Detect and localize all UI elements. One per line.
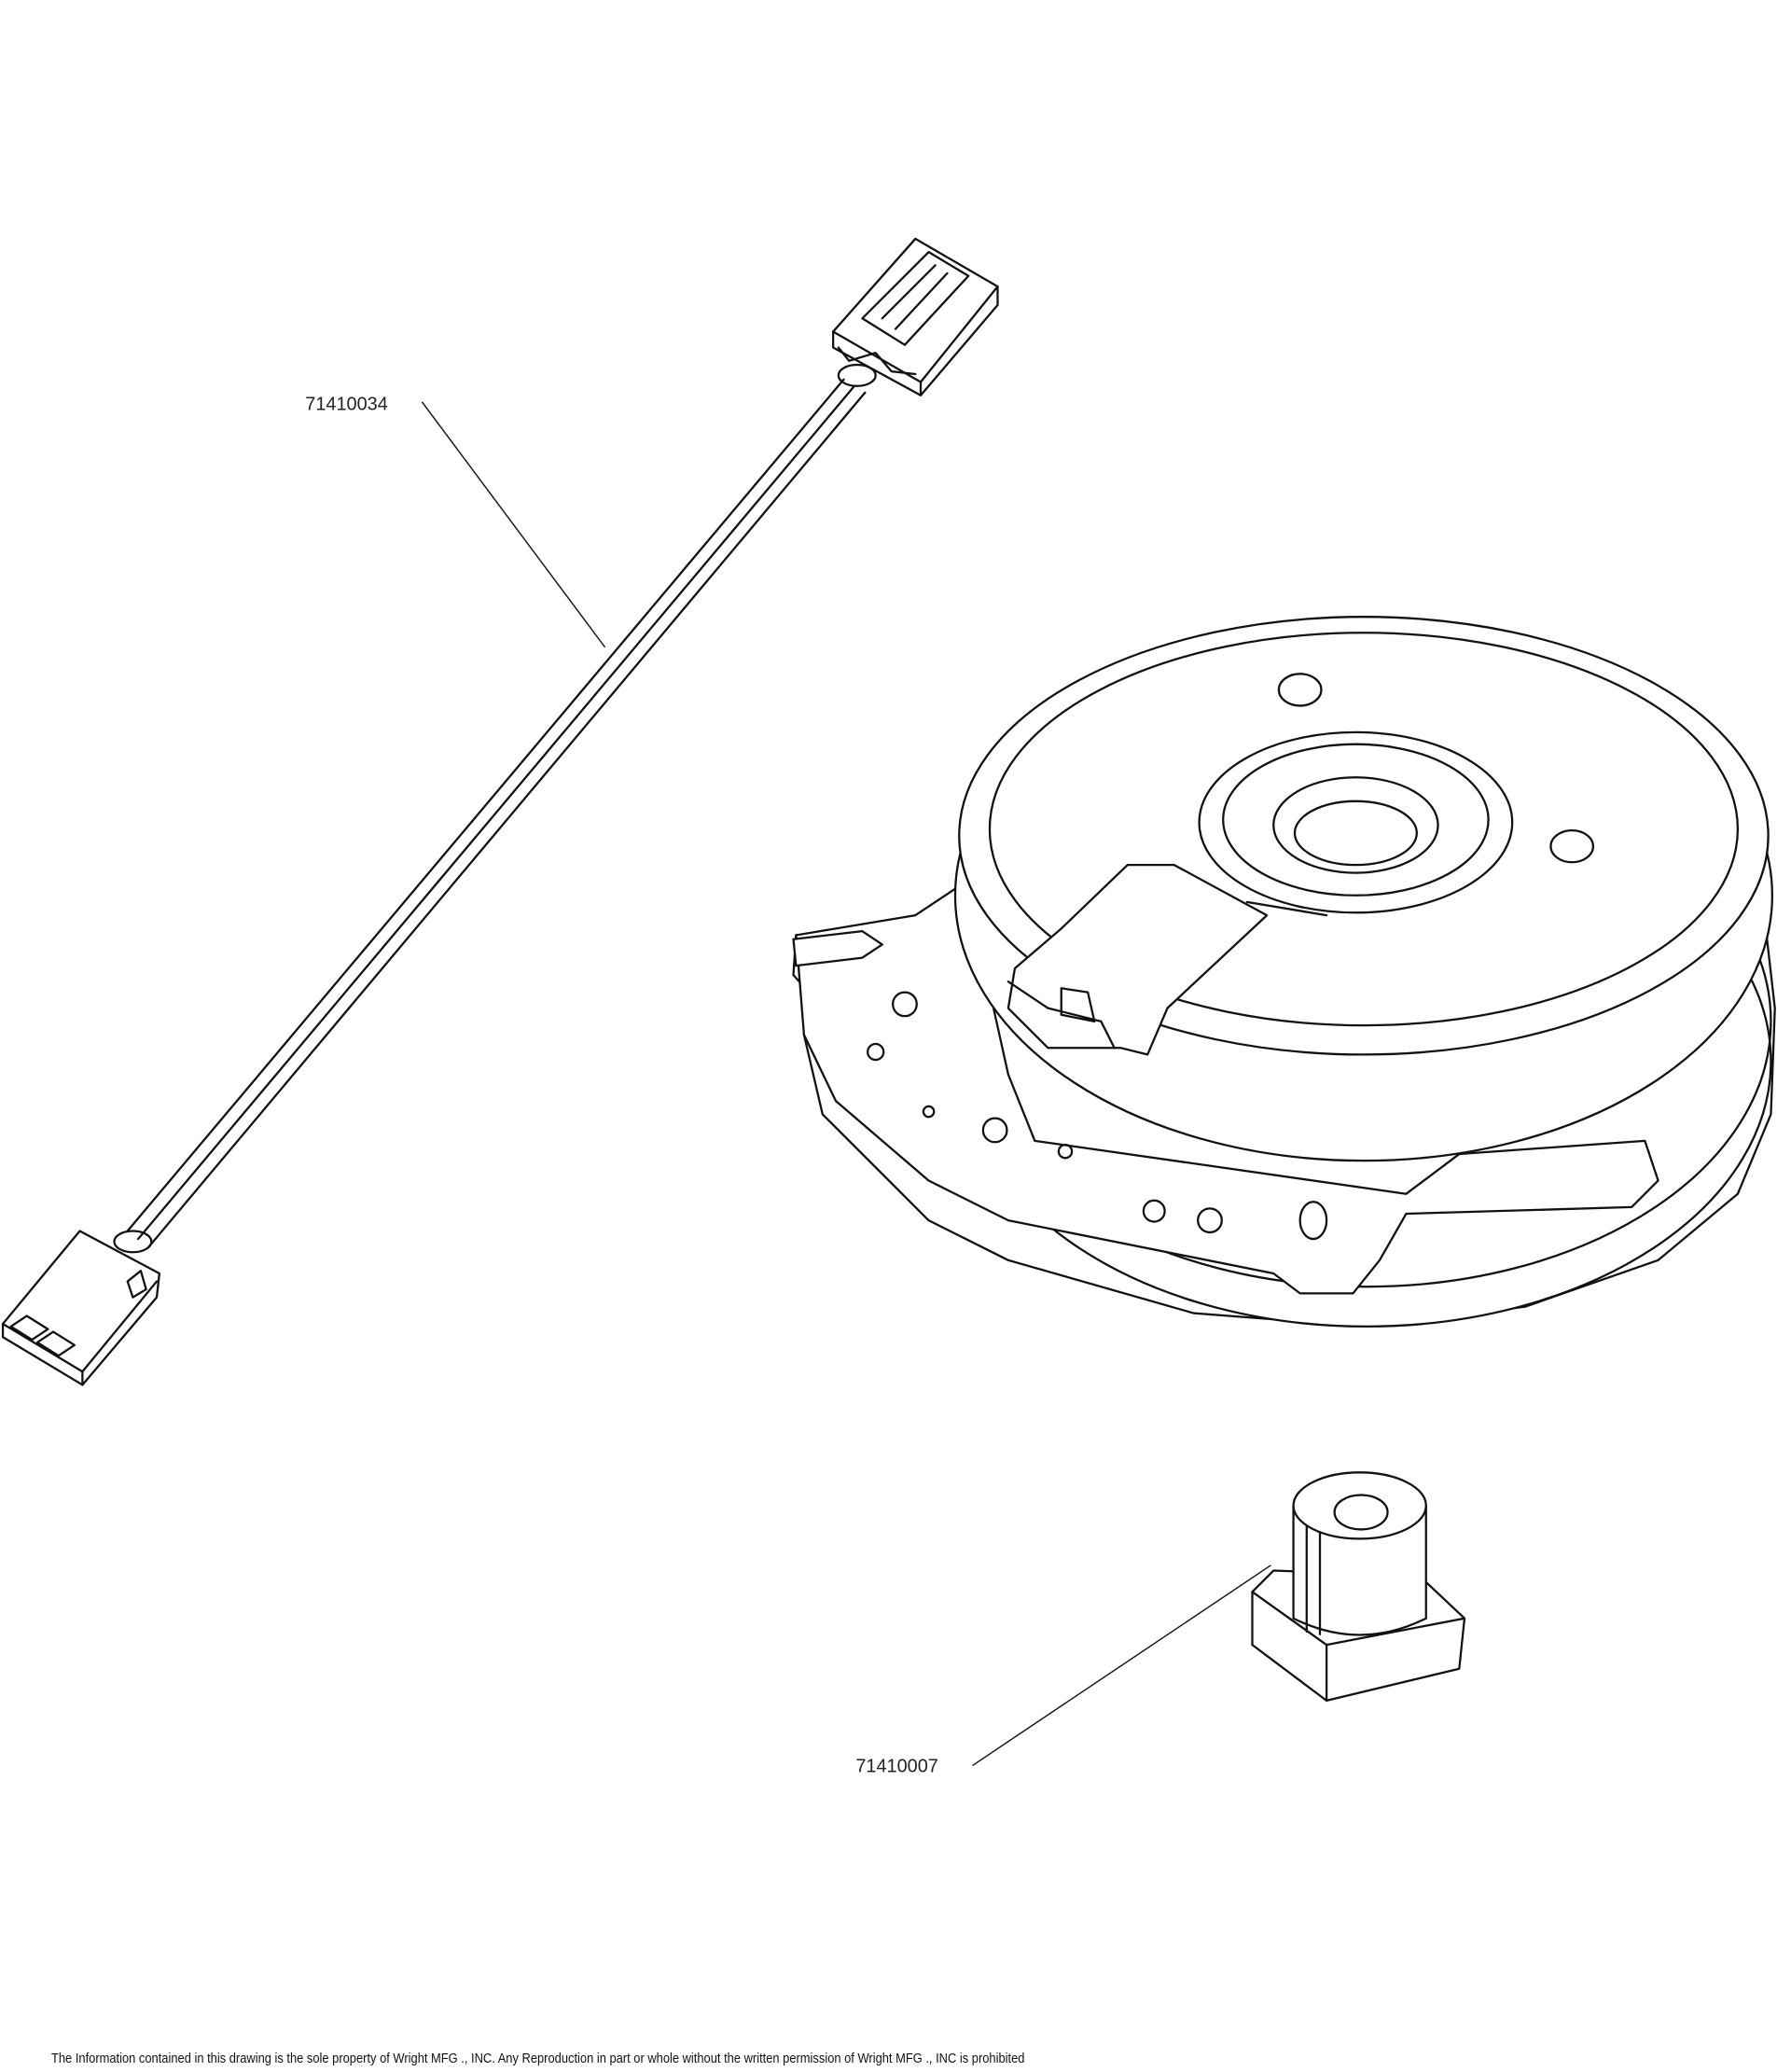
- harness-cable: [126, 378, 867, 1248]
- boss: [1549, 828, 1595, 864]
- leader-line-bushing: [972, 1564, 1271, 1767]
- wire-harness-71410034: [1, 237, 999, 1386]
- callout-label-bushing: 71410007: [855, 1757, 938, 1777]
- bottom-connector: [1, 1230, 160, 1386]
- callout-label-harness: 71410034: [305, 394, 388, 414]
- boss: [1277, 673, 1323, 707]
- bore: [1293, 800, 1418, 867]
- connector-housing: [1007, 863, 1269, 1056]
- top-connector: [832, 237, 999, 396]
- leader-line-harness: [421, 401, 606, 648]
- bushing-71410007: [1251, 1471, 1466, 1703]
- proprietary-notice: The Information contained in this drawin…: [51, 2051, 1025, 2066]
- clutch-assembly: [792, 616, 1776, 1328]
